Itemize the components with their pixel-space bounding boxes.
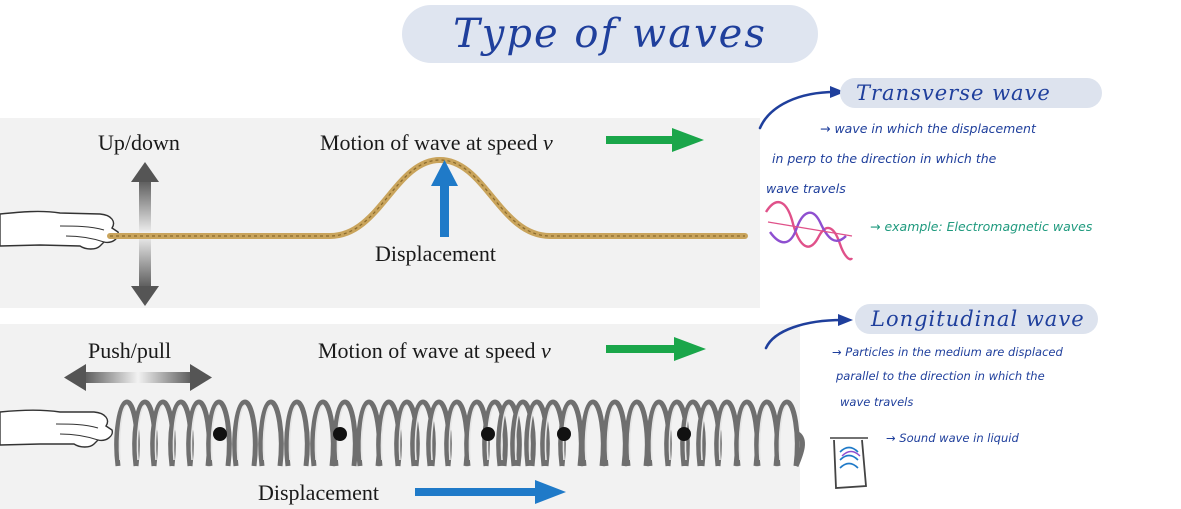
- longitudinal-note-line-3: wave travels: [840, 395, 914, 409]
- wave-motion-label: Motion of wave at speed v: [320, 130, 553, 156]
- displacement-label: Displacement: [375, 241, 496, 266]
- spring-highlight: [172, 404, 182, 461]
- beaker-sketch-icon: [830, 437, 868, 489]
- wave-motion-label-text: Motion of wave at speed: [318, 338, 541, 363]
- particle-markers: [213, 427, 691, 441]
- pushpull-label: Push/pull: [88, 338, 172, 363]
- spring-loop: [510, 399, 536, 467]
- spring-highlight: [500, 404, 510, 461]
- spring-highlight: [314, 404, 324, 461]
- spring-highlight: [628, 404, 638, 461]
- spring-loop: [410, 399, 436, 467]
- spring-highlight: [684, 404, 694, 461]
- spring-highlight: [136, 404, 146, 461]
- spring-loop: [284, 399, 310, 467]
- displacement-arrow-icon: [415, 480, 566, 504]
- spring-loop: [394, 399, 420, 467]
- curved-pointer-arrow-icon: [764, 318, 844, 350]
- spring-highlight: [468, 404, 478, 461]
- spring-highlight: [398, 404, 408, 461]
- title-background: [402, 5, 818, 63]
- spring-loop: [496, 399, 522, 467]
- longitudinal-note-line-2: parallel to the direction in which the: [836, 369, 1045, 383]
- particle-dot: [213, 427, 227, 441]
- speed-symbol: v: [543, 130, 553, 155]
- spring-highlight: [430, 404, 440, 461]
- spring-highlight: [190, 404, 200, 461]
- displacement-arrow-icon: [431, 160, 458, 237]
- wave-motion-arrow-icon: [606, 337, 706, 361]
- spring-loop: [258, 399, 284, 467]
- spring-loop: [774, 399, 800, 467]
- spring-highlight: [210, 404, 220, 461]
- spring-highlight: [486, 404, 496, 461]
- spring-highlight: [606, 404, 616, 461]
- wave-motion-arrow-icon: [606, 128, 704, 152]
- spring-highlight: [262, 404, 272, 461]
- displacement-label: Displacement: [258, 480, 379, 505]
- transverse-note-line-3: wave travels: [766, 181, 846, 196]
- spring-end: [793, 432, 805, 467]
- wave-motion-label-text: Motion of wave at speed: [320, 130, 543, 155]
- pushpull-double-arrow-icon: [64, 364, 212, 391]
- spring-highlight: [118, 404, 128, 461]
- spring-highlight: [414, 404, 424, 461]
- spring-highlight: [778, 404, 788, 461]
- spring-highlight: [236, 404, 246, 461]
- electromagnetic-wave-sketch-icon: [764, 201, 854, 261]
- page-title: Type of waves: [453, 11, 767, 57]
- particle-dot: [333, 427, 347, 441]
- spring-highlight: [514, 404, 524, 461]
- transverse-diagram-panel: [0, 118, 760, 308]
- transverse-note-line-2: in perp to the direction in which the: [772, 151, 997, 166]
- spring-loop: [232, 399, 258, 467]
- spring-highlight: [562, 404, 572, 461]
- wave-motion-label: Motion of wave at speed v: [318, 338, 551, 364]
- spring-highlight: [528, 404, 538, 461]
- spring-loop: [206, 399, 232, 467]
- particle-dot: [677, 427, 691, 441]
- longitudinal-heading: Longitudinal wave: [855, 304, 1098, 334]
- spring-highlight: [758, 404, 768, 461]
- spring-loop: [524, 399, 550, 467]
- transverse-example: → example: Electromagnetic waves: [870, 219, 1093, 234]
- spring-highlight: [336, 404, 346, 461]
- spring-highlight: [738, 404, 748, 461]
- spring-highlight: [584, 404, 594, 461]
- spring-highlight: [360, 404, 370, 461]
- spring-highlight: [380, 404, 390, 461]
- hand-icon: [0, 210, 119, 250]
- transverse-heading: Transverse wave: [840, 78, 1102, 108]
- spring-highlight: [448, 404, 458, 461]
- transverse-note-line-1: → wave in which the displacement: [820, 121, 1036, 136]
- spring-highlight: [544, 404, 554, 461]
- spring-highlight: [650, 404, 660, 461]
- longitudinal-example: → Sound wave in liquid: [886, 431, 1019, 445]
- spring-highlight: [700, 404, 710, 461]
- particle-dot: [481, 427, 495, 441]
- arrowhead-icon: [838, 314, 853, 326]
- speed-symbol: v: [541, 338, 551, 363]
- updown-label: Up/down: [98, 130, 180, 155]
- spring-highlight: [288, 404, 298, 461]
- spring-highlight: [154, 404, 164, 461]
- particle-dot: [557, 427, 571, 441]
- curved-pointer-arrow-icon: [758, 90, 837, 130]
- hand-icon: [0, 409, 113, 448]
- arrowhead-icon: [830, 86, 845, 98]
- spring-highlight: [668, 404, 678, 461]
- spring-coil: [114, 399, 805, 467]
- longitudinal-note-line-1: → Particles in the medium are displaced: [832, 345, 1063, 359]
- rope-wave: [107, 156, 748, 239]
- spring-highlight: [718, 404, 728, 461]
